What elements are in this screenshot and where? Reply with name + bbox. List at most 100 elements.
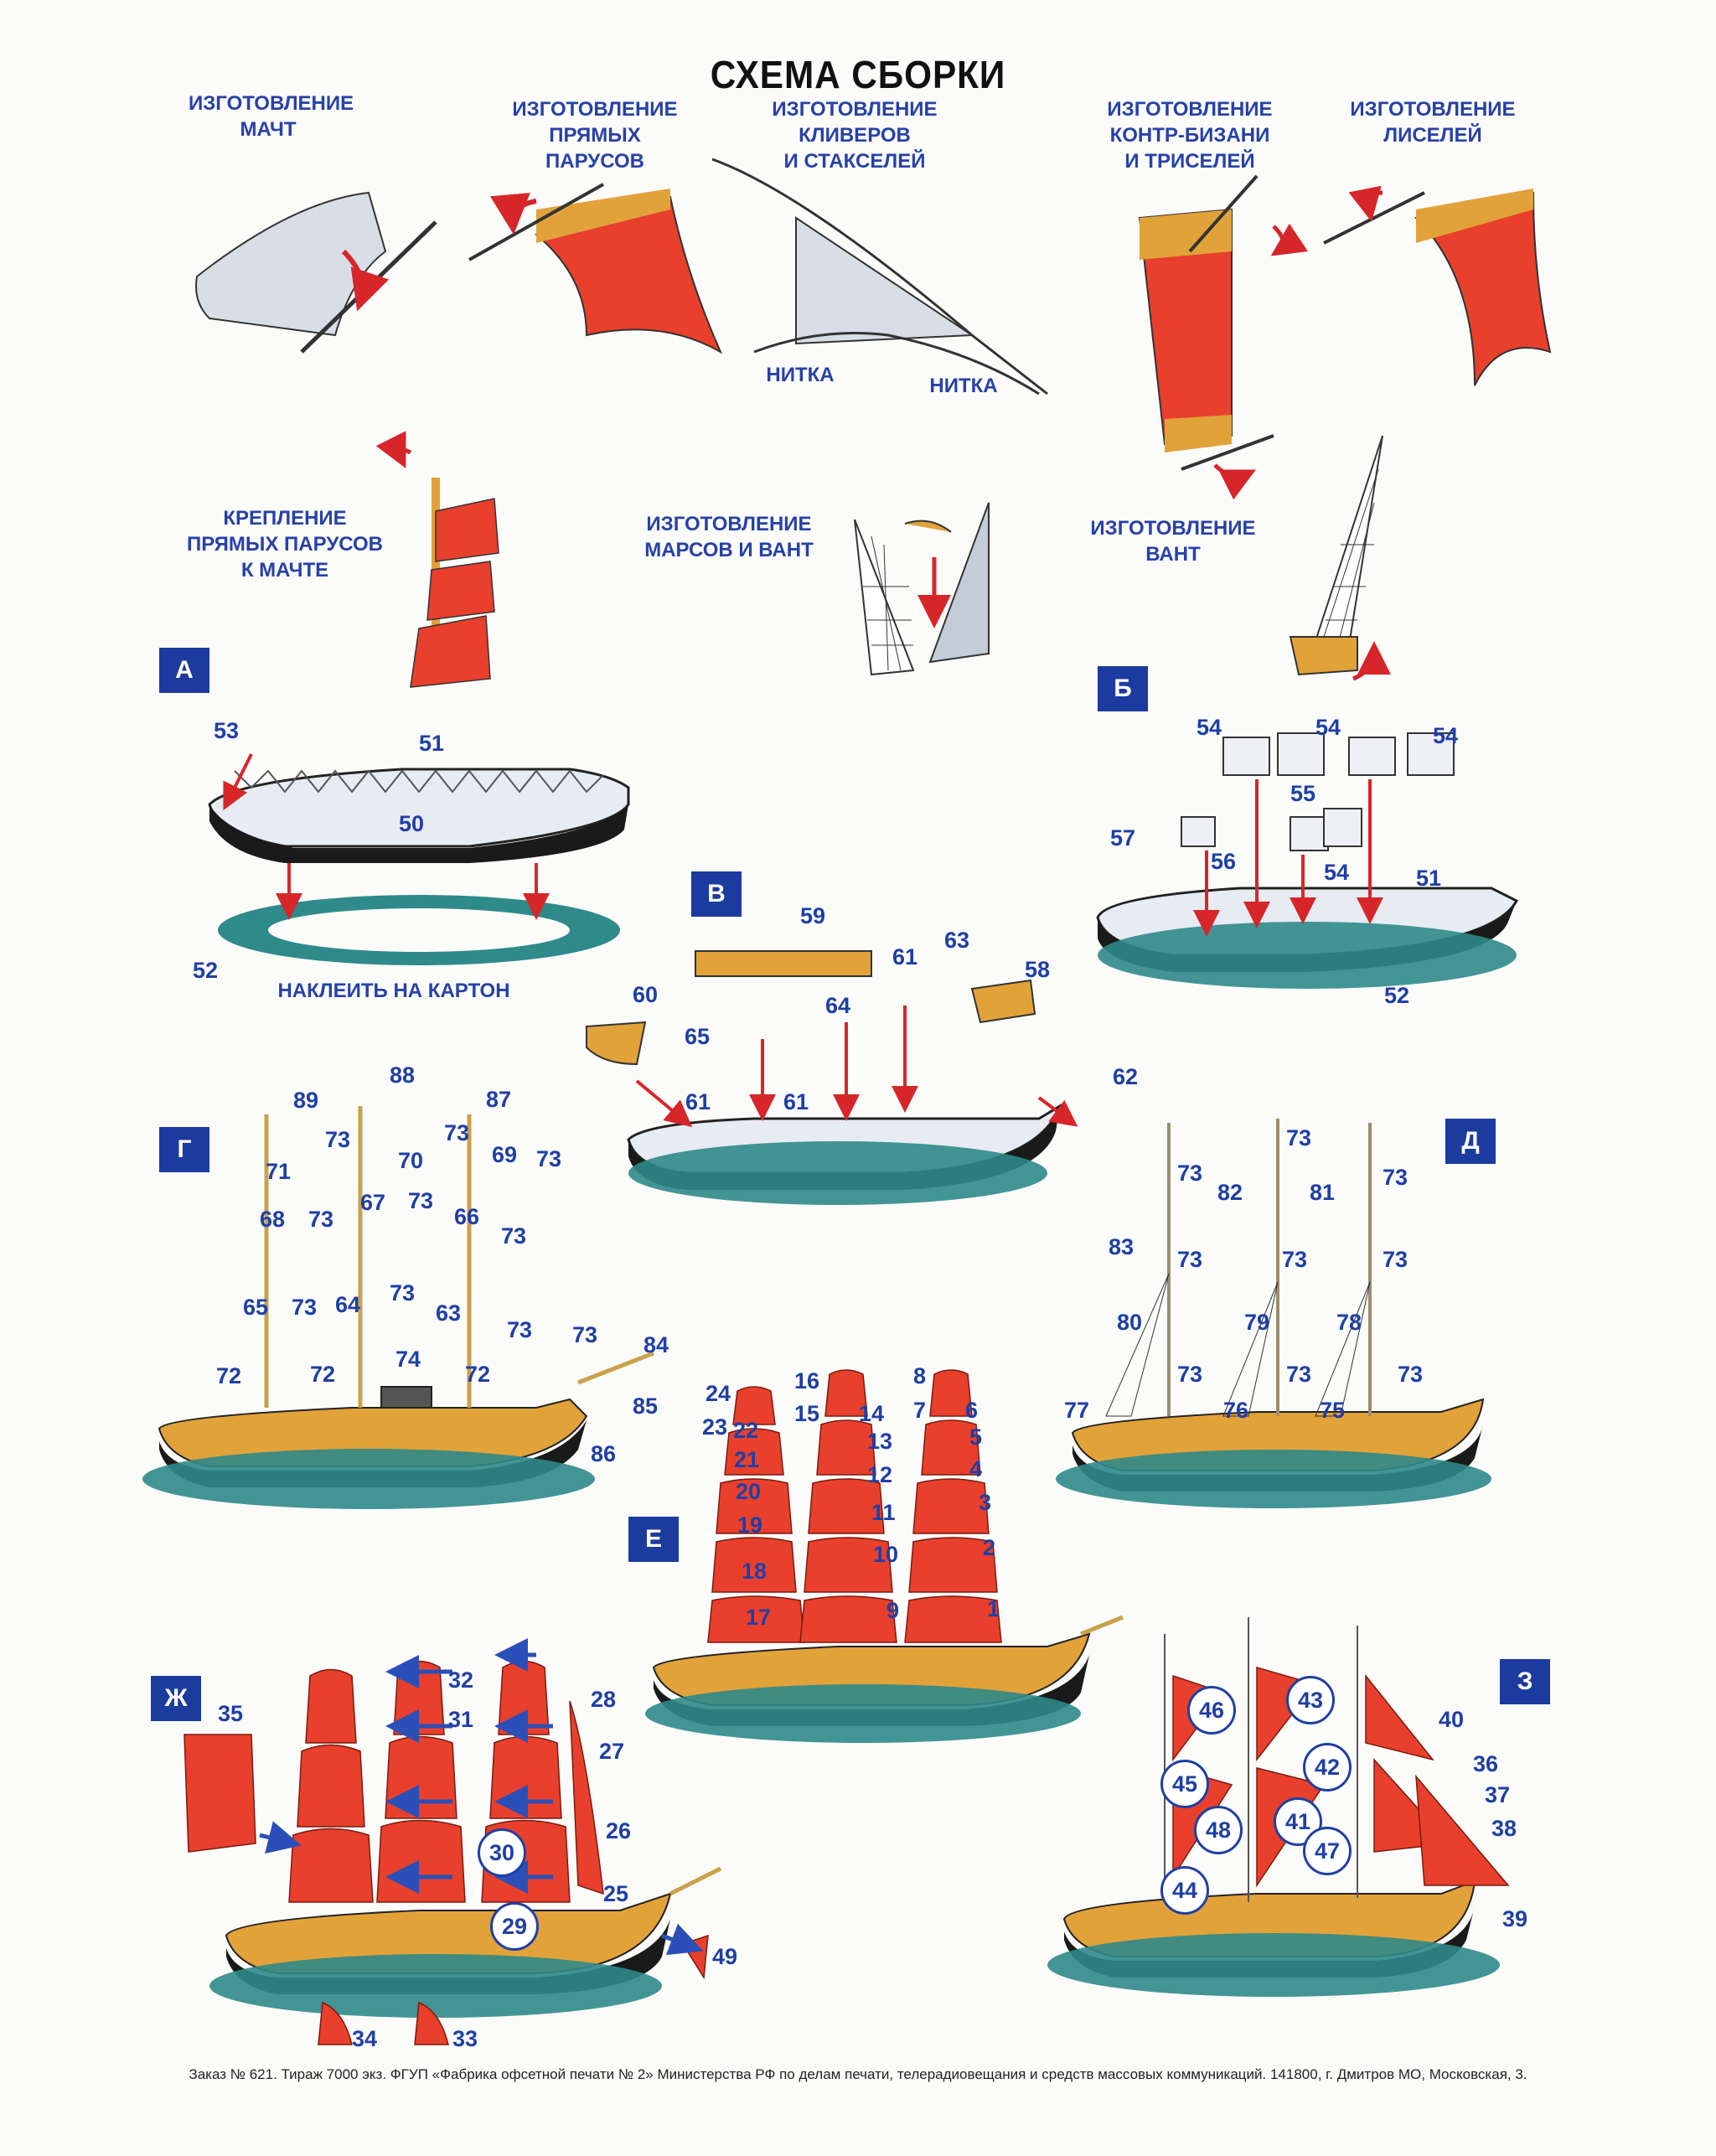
- part-number: 61: [783, 1089, 809, 1114]
- caption-attach-sails: КРЕПЛЕНИЕ ПРЯМЫХ ПАРУСОВ К МАЧТЕ: [186, 507, 383, 582]
- part-number: 81: [1310, 1180, 1336, 1205]
- step-badge-v: В: [691, 871, 742, 917]
- part-number: 6: [965, 1398, 979, 1423]
- imprint-footer: Заказ № 621. Тираж 7000 экз. ФГУП «Фабри…: [189, 2066, 1527, 2082]
- part-number: 53: [214, 718, 240, 743]
- part-number: 73: [292, 1295, 318, 1320]
- step-v-illustration: [586, 950, 1078, 1205]
- part-number: 63: [944, 928, 970, 953]
- part-number: 88: [390, 1062, 416, 1088]
- part-number: 24: [706, 1381, 731, 1406]
- part-number: 38: [1491, 1816, 1517, 1841]
- shroud-making-illustration: [1289, 435, 1391, 681]
- part-number: 8: [913, 1363, 927, 1388]
- part-number: 73: [1177, 1362, 1203, 1387]
- part-number: 27: [599, 1739, 625, 1764]
- caption-spanker: ИЗГОТОВЛЕНИЕ КОНТР-БИЗАНИ И ТРИСЕЛЕЙ: [1107, 98, 1273, 173]
- part-number: 73: [408, 1188, 434, 1213]
- step-g-illustration: [142, 1106, 654, 1509]
- part-number: 26: [606, 1818, 632, 1843]
- studding-sail-making-illustration: [1323, 185, 1552, 386]
- step-badge-b: Б: [1098, 666, 1148, 711]
- step-badge-z: З: [1500, 1659, 1550, 1704]
- step-b-illustration: [1096, 732, 1519, 989]
- caption-thread-1: НИТКА: [766, 364, 835, 386]
- part-number: 49: [712, 1944, 738, 1969]
- part-number: 54: [1324, 860, 1350, 885]
- part-number: 63: [436, 1300, 462, 1326]
- caption-glue-cardboard: НАКЛЕИТЬ НА КАРТОН: [277, 980, 510, 1002]
- part-number: 10: [873, 1542, 899, 1567]
- part-number: 73: [572, 1322, 598, 1347]
- part-number: 73: [1177, 1247, 1203, 1272]
- part-number: 82: [1217, 1180, 1243, 1205]
- step-d-illustration: [1056, 1119, 1491, 1508]
- step-badge-a: А: [159, 648, 209, 693]
- part-number: 73: [1383, 1165, 1408, 1190]
- square-sail-making-illustration: [468, 183, 723, 354]
- part-number: 25: [603, 1881, 629, 1906]
- part-number: 84: [644, 1332, 669, 1357]
- step-badge-d: Д: [1445, 1119, 1496, 1164]
- part-number: 73: [1282, 1247, 1308, 1272]
- part-number: 54: [1315, 715, 1341, 740]
- step-badge-zh: Ж: [151, 1676, 201, 1721]
- mast-making-illustration: [195, 191, 437, 354]
- part-number: 15: [794, 1401, 820, 1426]
- part-number: 60: [633, 982, 659, 1007]
- step-a-illustration: [208, 753, 630, 965]
- part-number: 17: [746, 1605, 772, 1630]
- caption-square-sails: ИЗГОТОВЛЕНИЕ ПРЯМЫХ ПАРУСОВ: [512, 98, 678, 173]
- part-number: 56: [1211, 849, 1237, 874]
- part-number: 79: [1244, 1310, 1270, 1335]
- part-number: 73: [1383, 1247, 1408, 1272]
- caption-shrouds: ИЗГОТОВЛЕНИЕ ВАНТ: [1090, 517, 1256, 566]
- part-number: 37: [1485, 1782, 1511, 1807]
- part-number: 87: [486, 1087, 512, 1112]
- part-number: 72: [310, 1362, 336, 1387]
- part-number: 7: [913, 1398, 927, 1423]
- part-number: 22: [733, 1418, 759, 1443]
- part-number: 35: [218, 1701, 244, 1726]
- caption-thread-2: НИТКА: [929, 375, 998, 397]
- part-number: 74: [395, 1347, 421, 1372]
- part-number-circled: 29: [490, 1902, 539, 1951]
- part-number: 73: [1286, 1125, 1312, 1150]
- part-number: 89: [293, 1088, 319, 1113]
- part-number: 73: [308, 1207, 334, 1232]
- attach-sails-illustration: [375, 431, 499, 688]
- part-number: 32: [448, 1667, 474, 1693]
- part-number: 28: [591, 1687, 617, 1712]
- part-number: 54: [1197, 715, 1222, 740]
- part-number: 72: [216, 1363, 242, 1388]
- part-number: 62: [1113, 1064, 1139, 1089]
- part-number-circled: 48: [1194, 1806, 1243, 1854]
- jib-making-illustration: [711, 158, 1048, 396]
- part-number: 11: [871, 1500, 896, 1525]
- part-number: 4: [969, 1456, 983, 1481]
- part-number: 19: [737, 1512, 763, 1538]
- caption-tops-shrouds: ИЗГОТОВЛЕНИЕ МАРСОВ И ВАНТ: [644, 513, 814, 561]
- spanker-making-illustration: [1138, 174, 1309, 500]
- step-z-illustration: [1047, 1617, 1510, 1997]
- part-number: 3: [979, 1490, 992, 1515]
- part-number: 64: [825, 993, 851, 1018]
- part-number: 52: [1384, 983, 1410, 1008]
- part-number: 75: [1320, 1398, 1346, 1423]
- part-number-circled: 47: [1303, 1827, 1352, 1875]
- part-number: 76: [1223, 1398, 1249, 1423]
- part-number: 73: [536, 1146, 562, 1171]
- part-number: 61: [685, 1089, 711, 1114]
- part-number-circled: 44: [1160, 1866, 1209, 1915]
- part-number: 18: [742, 1559, 768, 1584]
- part-number: 73: [1177, 1161, 1203, 1186]
- part-number: 13: [867, 1429, 893, 1454]
- caption-studding: ИЗГОТОВЛЕНИЕ ЛИСЕЛЕЙ: [1350, 98, 1516, 147]
- part-number-circled: 46: [1187, 1686, 1236, 1735]
- part-number: 66: [454, 1204, 480, 1229]
- part-number: 51: [419, 731, 445, 756]
- part-number: 73: [325, 1127, 351, 1152]
- part-number: 65: [685, 1024, 711, 1049]
- part-number: 55: [1290, 781, 1316, 806]
- part-number-circled: 30: [478, 1828, 526, 1877]
